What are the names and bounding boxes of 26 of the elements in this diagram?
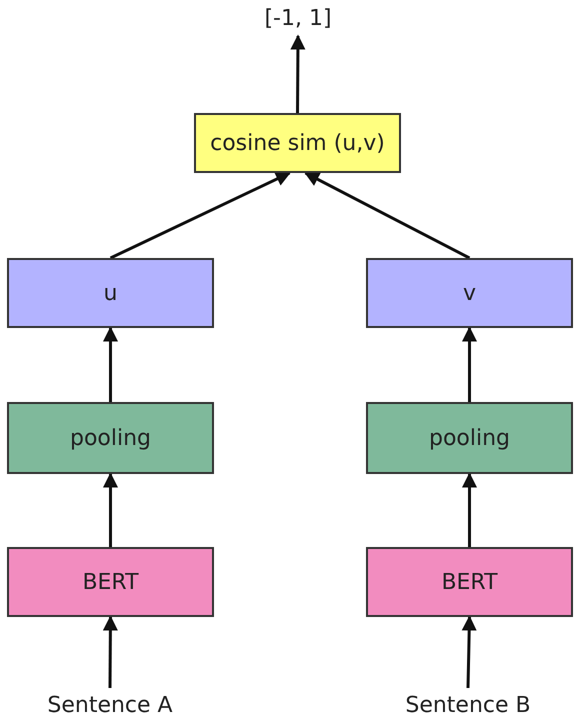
arrow	[304, 172, 470, 260]
embedding-box	[7, 258, 214, 328]
text-label: Sentence A	[47, 693, 173, 718]
arrow	[290, 34, 306, 114]
arrow	[462, 326, 477, 402]
arrow	[462, 616, 477, 688]
box-label: BERT	[82, 570, 139, 594]
pooling-box	[366, 402, 573, 474]
encoder-box	[7, 547, 214, 617]
arrow	[102, 616, 118, 688]
arrow	[103, 472, 118, 547]
text-label: [-1, 1]	[264, 6, 332, 30]
arrow	[462, 472, 477, 547]
box-label: cosine sim (u,v)	[210, 130, 385, 156]
box-label: pooling	[70, 426, 152, 450]
cosine-similarity-box	[194, 113, 401, 173]
box-label: u	[104, 280, 118, 306]
arrow	[103, 326, 118, 402]
box-label: pooling	[428, 426, 510, 450]
box-label: v	[462, 280, 476, 306]
box-label: BERT	[441, 570, 498, 594]
embedding-box	[366, 258, 573, 328]
arrow	[110, 172, 291, 260]
encoder-box	[366, 547, 573, 617]
text-label: Sentence B	[405, 693, 531, 718]
pooling-box	[7, 402, 214, 474]
